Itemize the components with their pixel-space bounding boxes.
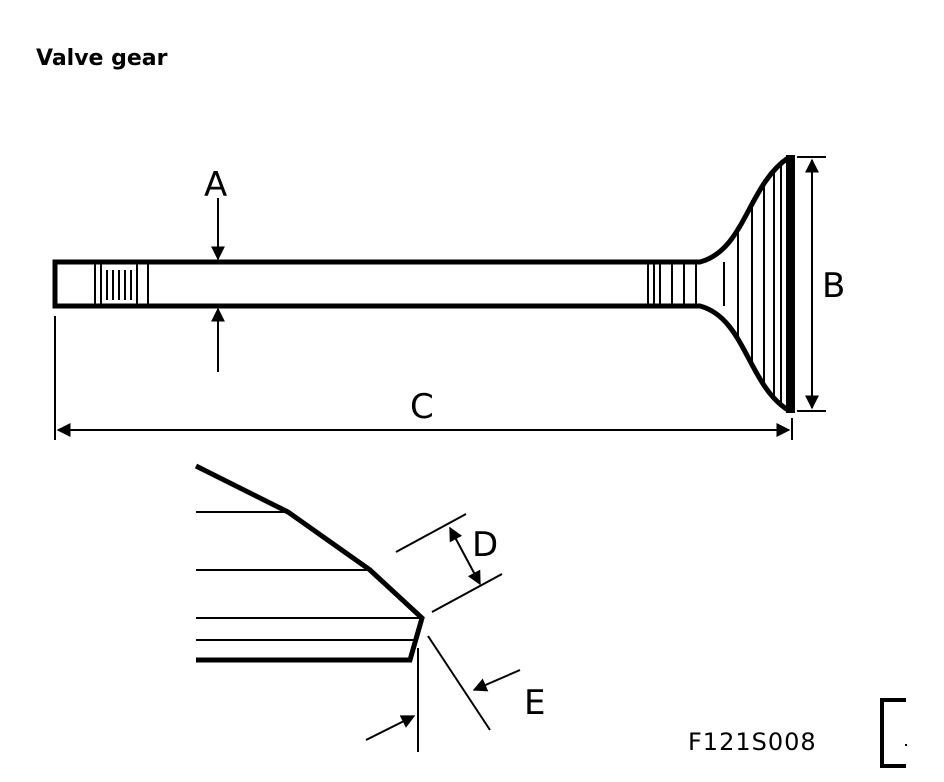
valve-stem: [52, 259, 650, 309]
detail-outline: [194, 463, 425, 663]
label-e: E: [524, 683, 545, 723]
valve-seat-detail: [194, 463, 425, 663]
dimension-d: [395, 513, 503, 613]
label-d: D: [472, 525, 498, 565]
valve-full-view: [52, 155, 795, 413]
label-c: C: [410, 387, 434, 427]
dimension-b: [797, 156, 826, 412]
dimension-e: [365, 635, 521, 752]
valve-head-lower: [650, 303, 790, 413]
stem-neck-rings: [647, 264, 697, 304]
label-b: B: [822, 266, 845, 306]
collet-grooves: [94, 264, 149, 304]
head-shading: [723, 162, 782, 406]
label-a: A: [204, 165, 227, 205]
dimension-c: [54, 316, 793, 440]
figure-code: F121S008: [688, 728, 817, 756]
page-title: Valve gear: [36, 46, 168, 71]
valve-head-upper: [650, 155, 790, 265]
corner-bracket: [880, 698, 906, 768]
valve-face: [786, 155, 795, 413]
detail-hatch-lines: [196, 511, 422, 641]
